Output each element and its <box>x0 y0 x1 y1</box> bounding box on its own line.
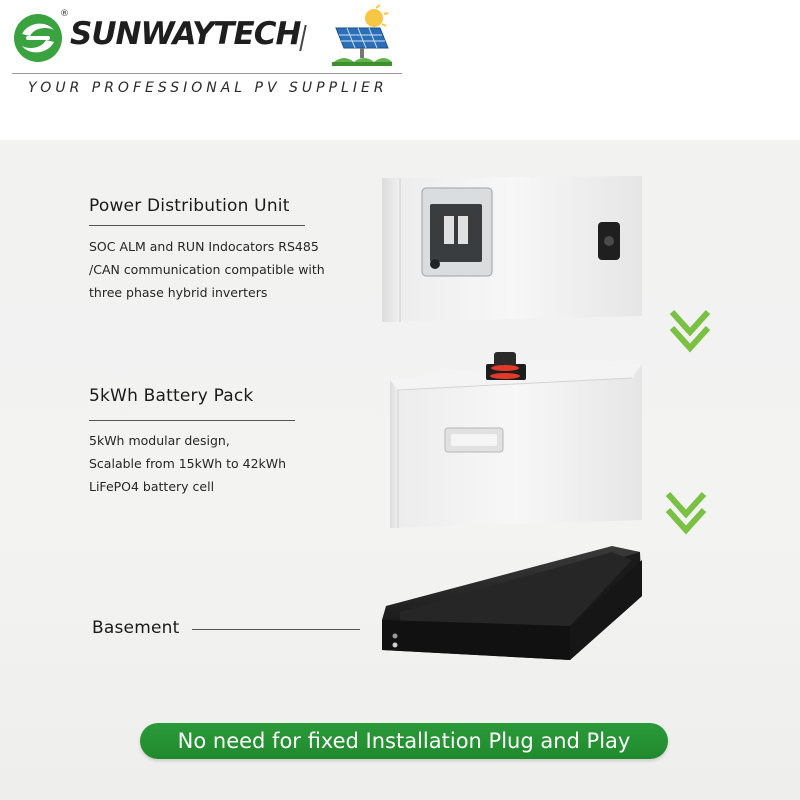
pdu-title-rule <box>89 225 305 226</box>
battery-title-rule <box>89 420 295 421</box>
basement-title: Basement <box>92 618 180 638</box>
battery-description-line: 5kWh modular design, <box>89 433 230 448</box>
breaker-window <box>421 187 493 277</box>
sunwaytech-logo-icon <box>14 14 62 62</box>
pdu-description-line: three phase hybrid inverters <box>89 285 268 300</box>
power-connector <box>486 352 526 380</box>
pdu-description-line: SOC ALM and RUN Indocators RS485 <box>89 239 319 254</box>
down-chevron-icon <box>669 309 711 353</box>
pdu-description-line: /CAN communication compatible with <box>89 262 325 277</box>
header-rule <box>12 73 402 74</box>
basement-pointer-line <box>192 629 360 630</box>
tagline: YOUR PROFESSIONAL PV SUPPLIER <box>28 80 388 96</box>
down-chevron-icon <box>665 491 707 535</box>
battery-title: 5kWh Battery Pack <box>89 386 254 406</box>
header: ® SUNWAYTECH YOUR PROFESSIONAL PV SUPPLI… <box>0 0 800 140</box>
battery-description: 5kWh modular design, Scalable from 15kWh… <box>89 429 286 498</box>
battery-pack-unit <box>390 352 642 528</box>
basement-indicator <box>392 642 398 648</box>
brand-name: SUNWAYTECH <box>70 16 301 52</box>
solar-panel-icon <box>332 4 392 66</box>
plug-and-play-banner: No need for fixed Installation Plug and … <box>140 723 668 759</box>
basement-indicator <box>392 633 398 639</box>
battery-description-line: Scalable from 15kWh to 42kWh <box>89 456 287 471</box>
pdu-unit <box>382 176 642 322</box>
pdu-description: SOC ALM and RUN Indocators RS485 /CAN co… <box>89 235 325 304</box>
registered-mark: ® <box>60 9 69 19</box>
battery-description-line: LiFePO4 battery cell <box>89 479 215 494</box>
basement-unit <box>382 546 642 660</box>
plug-and-play-text: No need for fixed Installation Plug and … <box>177 729 631 753</box>
pdu-title: Power Distribution Unit <box>89 196 290 216</box>
